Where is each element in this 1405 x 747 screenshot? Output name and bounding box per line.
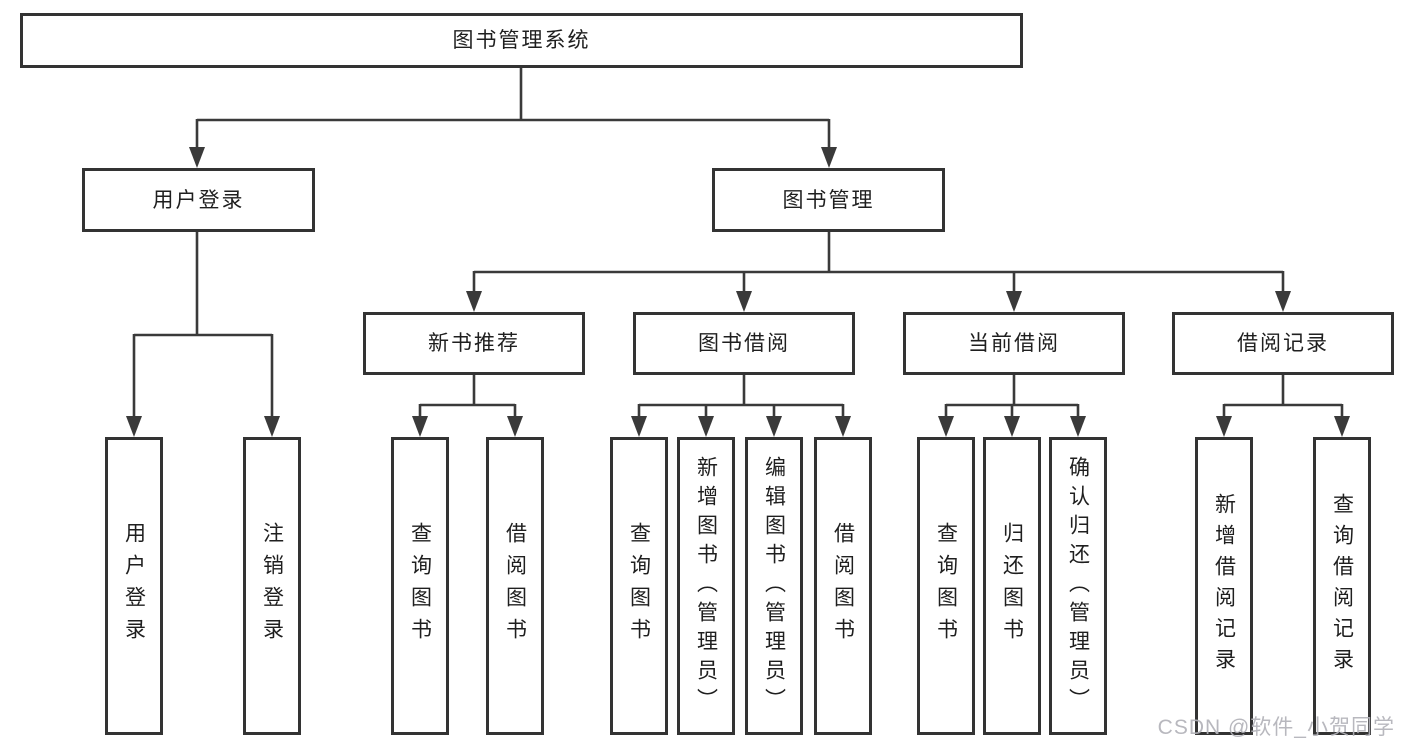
- node-leaf-logout-label: 注销登录: [260, 522, 284, 650]
- node-leaf-br-add-record: 新增借阅记录: [1195, 437, 1253, 735]
- arrowheads: [126, 147, 1350, 437]
- node-book-borrow-label: 图书借阅: [698, 332, 790, 355]
- node-leaf-bb-edit-book-admin: 编辑图书（管理员）: [745, 437, 803, 735]
- node-leaf-br-query-record-label: 查询借阅记录: [1330, 493, 1354, 679]
- node-leaf-nbr-query-book-label: 查询图书: [408, 522, 432, 650]
- node-leaf-br-add-record-label: 新增借阅记录: [1212, 493, 1236, 679]
- node-user-login-label: 用户登录: [152, 188, 245, 212]
- node-leaf-cb-query-book: 查询图书: [917, 437, 975, 735]
- node-new-book-recommend: 新书推荐: [363, 312, 585, 375]
- node-new-book-recommend-label: 新书推荐: [428, 332, 520, 355]
- node-leaf-cb-query-book-label: 查询图书: [934, 522, 958, 650]
- node-user-login: 用户登录: [82, 168, 315, 232]
- node-leaf-br-query-record: 查询借阅记录: [1313, 437, 1371, 735]
- node-current-borrow: 当前借阅: [903, 312, 1125, 375]
- node-book-management: 图书管理: [712, 168, 945, 232]
- node-root: 图书管理系统: [20, 13, 1023, 68]
- node-leaf-bb-add-book-admin-label: 新增图书（管理员）: [694, 455, 718, 717]
- node-borrow-records-label: 借阅记录: [1237, 332, 1329, 355]
- node-leaf-cb-return-book: 归还图书: [983, 437, 1041, 735]
- node-leaf-logout: 注销登录: [243, 437, 301, 735]
- node-leaf-cb-confirm-return-admin: 确认归还（管理员）: [1049, 437, 1107, 735]
- node-book-borrow: 图书借阅: [633, 312, 855, 375]
- node-leaf-bb-borrow-book: 借阅图书: [814, 437, 872, 735]
- node-book-management-label: 图书管理: [782, 188, 875, 212]
- node-leaf-bb-query-book-label: 查询图书: [627, 522, 651, 650]
- node-root-label: 图书管理系统: [452, 29, 591, 52]
- node-leaf-cb-return-book-label: 归还图书: [1000, 522, 1024, 650]
- node-leaf-bb-query-book: 查询图书: [610, 437, 668, 735]
- node-leaf-nbr-borrow-book-label: 借阅图书: [503, 522, 527, 650]
- node-leaf-bb-edit-book-admin-label: 编辑图书（管理员）: [762, 455, 786, 717]
- watermark: CSDN @软件_小贺同学: [1157, 716, 1395, 739]
- node-borrow-records: 借阅记录: [1172, 312, 1394, 375]
- node-leaf-bb-borrow-book-label: 借阅图书: [831, 522, 855, 650]
- node-leaf-nbr-borrow-book: 借阅图书: [486, 437, 544, 735]
- node-leaf-user-login: 用户登录: [105, 437, 163, 735]
- node-leaf-nbr-query-book: 查询图书: [391, 437, 449, 735]
- node-leaf-user-login-label: 用户登录: [122, 522, 146, 650]
- node-current-borrow-label: 当前借阅: [968, 332, 1060, 355]
- node-leaf-cb-confirm-return-admin-label: 确认归还（管理员）: [1066, 455, 1090, 717]
- node-leaf-bb-add-book-admin: 新增图书（管理员）: [677, 437, 735, 735]
